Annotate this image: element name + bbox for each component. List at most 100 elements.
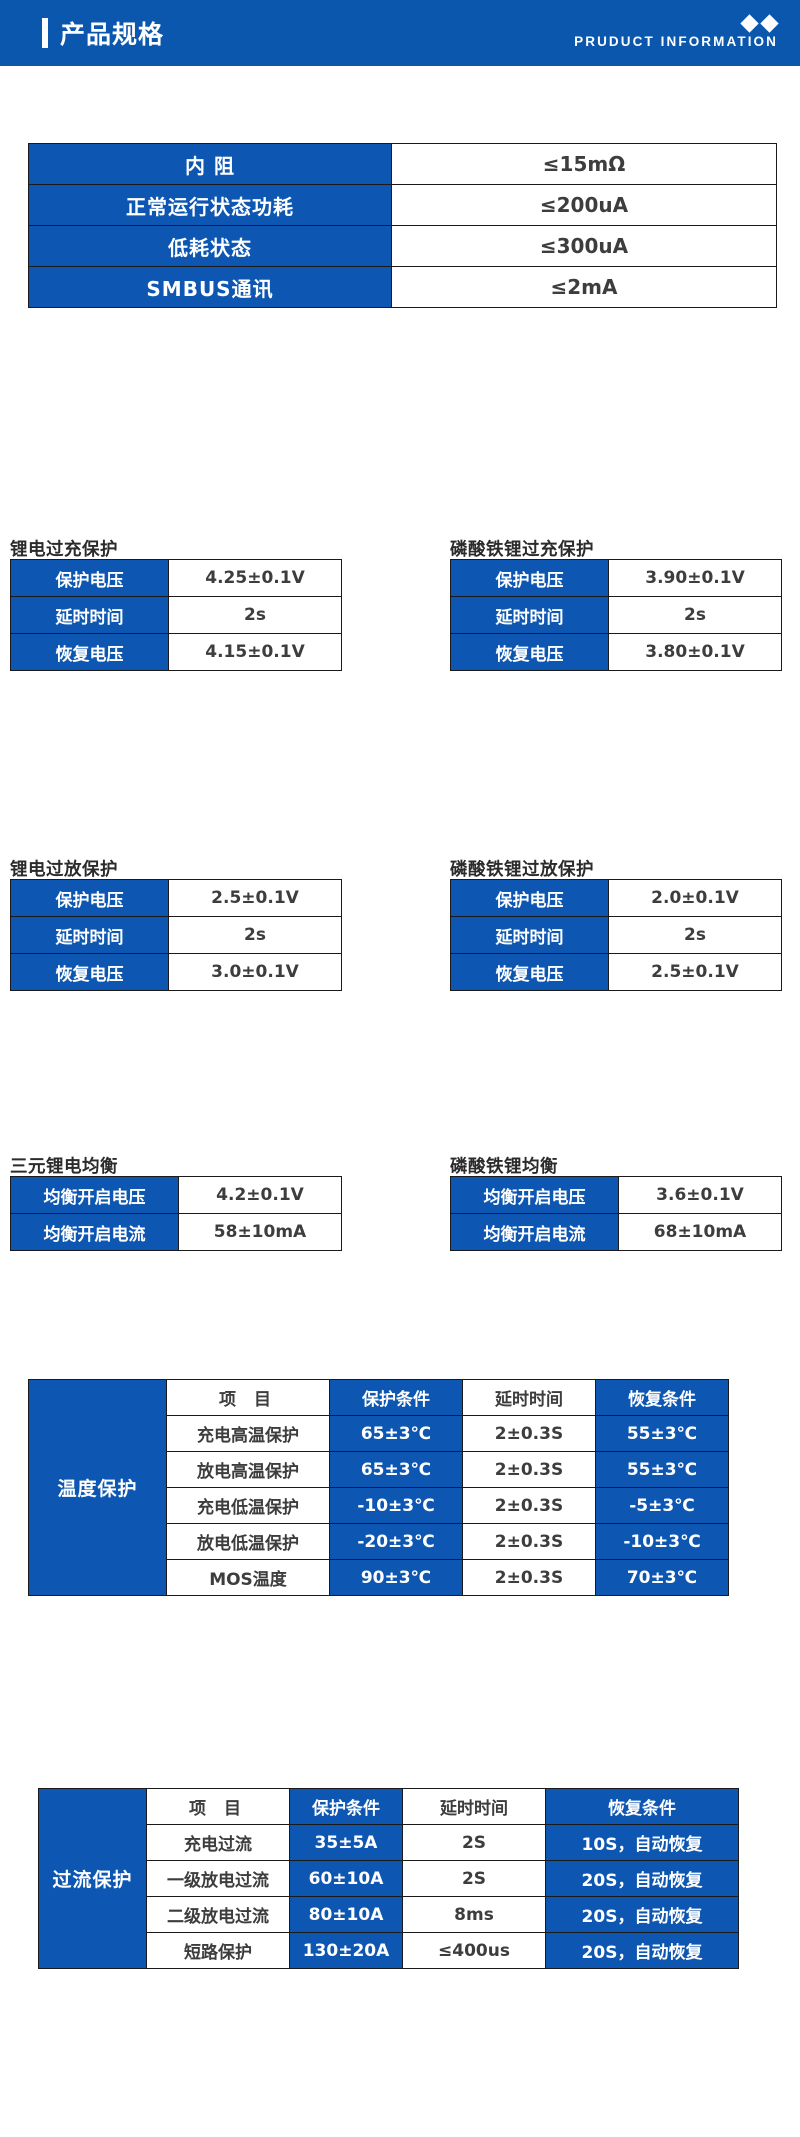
cell-delay: 2±0.3S [462,1451,596,1488]
table-lifepo4-overcharge: 保护电压 3.90±0.1V 延时时间 2s 恢复电压 3.80±0.1V [450,559,782,671]
cell-delay: ≤400us [402,1932,546,1969]
cell-recover: 10S，自动恢复 [545,1824,739,1861]
cell-item: 放电低温保护 [166,1523,330,1560]
table-row: 低耗状态 ≤300uA [28,225,777,267]
cell-protect: 90±3℃ [329,1559,463,1596]
column-header-protect: 保护条件 [289,1788,403,1825]
column-header-recover: 恢复条件 [545,1788,739,1825]
diamond-icon [740,14,759,33]
cell-recover: 55±3℃ [595,1415,729,1452]
cell-recover: 70±3℃ [595,1559,729,1596]
table-row: 内 阻 ≤15mΩ [28,143,777,185]
cell-recover: 20S，自动恢复 [545,1860,739,1897]
cell-item: 充电高温保护 [166,1415,330,1452]
table-row: MOS温度 90±3℃ 2±0.3S 70±3℃ [29,1559,729,1596]
table-row: 二级放电过流 80±10A 8ms 20S，自动恢复 [39,1896,739,1933]
group-title-lithium-overcharge: 锂电过充保护 [10,540,118,560]
row-value: 2s [608,596,782,634]
row-label: 均衡开启电流 [450,1213,619,1251]
cell-item: 充电低温保护 [166,1487,330,1524]
row-label: 延时时间 [10,596,169,634]
column-header-item: 项 目 [166,1379,330,1416]
row-value: 2.5±0.1V [168,879,342,917]
row-label: 均衡开启电流 [10,1213,179,1251]
overcurrent-protection-table: 过流保护 项 目 保护条件 延时时间 恢复条件 充电过流 35±5A 2S 10… [38,1788,739,1969]
cell-item: 放电高温保护 [166,1451,330,1488]
spec-value: ≤15mΩ [391,143,777,185]
row-value: 3.80±0.1V [608,633,782,671]
row-label: 保护电压 [450,879,609,917]
diamond-icons-group [740,14,779,33]
table-row: 保护电压 3.90±0.1V [450,559,782,597]
row-value: 3.6±0.1V [618,1176,782,1214]
row-value: 2s [168,916,342,954]
cell-recover: -5±3℃ [595,1487,729,1524]
cell-item: 二级放电过流 [146,1896,290,1933]
table-row: 延时时间 2s [450,916,782,954]
table-row: 一级放电过流 60±10A 2S 20S，自动恢复 [39,1860,739,1897]
column-header-protect: 保护条件 [329,1379,463,1416]
cell-delay: 2±0.3S [462,1559,596,1596]
column-header-recover: 恢复条件 [595,1379,729,1416]
table-ternary-balance: 均衡开启电压 4.2±0.1V 均衡开启电流 58±10mA [10,1176,342,1251]
cell-protect: 65±3℃ [329,1451,463,1488]
cell-protect: 130±20A [289,1932,403,1969]
row-label: 延时时间 [450,916,609,954]
table-row: SMBUS通讯 ≤2mA [28,266,777,308]
group-title-lithium-overdischarge: 锂电过放保护 [10,860,118,880]
cell-recover: -10±3℃ [595,1523,729,1560]
row-value: 4.15±0.1V [168,633,342,671]
table-row: 均衡开启电流 58±10mA [10,1213,342,1251]
cell-delay: 2S [402,1824,546,1861]
row-label: 均衡开启电压 [450,1176,619,1214]
table-row: 均衡开启电压 3.6±0.1V [450,1176,782,1214]
row-value: 58±10mA [178,1213,342,1251]
cell-item: 一级放电过流 [146,1860,290,1897]
table-row: 恢复电压 4.15±0.1V [10,633,342,671]
table-row: 正常运行状态功耗 ≤200uA [28,184,777,226]
cell-item: 充电过流 [146,1824,290,1861]
cell-delay: 8ms [402,1896,546,1933]
spec-label: 内 阻 [28,143,392,185]
row-label: 恢复电压 [450,953,609,991]
cell-protect: 60±10A [289,1860,403,1897]
cell-protect: 65±3℃ [329,1415,463,1452]
row-value: 2.5±0.1V [608,953,782,991]
row-label: 恢复电压 [10,953,169,991]
cell-recover: 20S，自动恢复 [545,1896,739,1933]
table-row: 充电过流 35±5A 2S 10S，自动恢复 [39,1824,739,1861]
row-label: 均衡开启电压 [10,1176,179,1214]
table-row: 恢复电压 3.0±0.1V [10,953,342,991]
table-lifepo4-balance: 均衡开启电压 3.6±0.1V 均衡开启电流 68±10mA [450,1176,782,1251]
cell-recover: 20S，自动恢复 [545,1932,739,1969]
table-row: 均衡开启电压 4.2±0.1V [10,1176,342,1214]
row-label: 保护电压 [450,559,609,597]
row-value: 2.0±0.1V [608,879,782,917]
cell-item: MOS温度 [166,1559,330,1596]
table-row: 恢复电压 2.5±0.1V [450,953,782,991]
table-row: 保护电压 2.5±0.1V [10,879,342,917]
cell-item: 短路保护 [146,1932,290,1969]
table-row: 保护电压 4.25±0.1V [10,559,342,597]
row-value: 2s [608,916,782,954]
cell-delay: 2±0.3S [462,1415,596,1452]
table-row: 放电高温保护 65±3℃ 2±0.3S 55±3℃ [29,1451,729,1488]
row-label: 延时时间 [450,596,609,634]
row-value: 4.25±0.1V [168,559,342,597]
overcurrent-section-label: 过流保护 [38,1788,147,1969]
spec-label: 低耗状态 [28,225,392,267]
group-title-lifepo4-balance: 磷酸铁锂均衡 [450,1157,558,1177]
row-label: 延时时间 [10,916,169,954]
table-row: 充电低温保护 -10±3℃ 2±0.3S -5±3℃ [29,1487,729,1524]
row-label: 保护电压 [10,559,169,597]
table-row: 延时时间 2s [10,916,342,954]
temperature-protection-table: 温度保护 项 目 保护条件 延时时间 恢复条件 充电高温保护 65±3℃ 2±0… [28,1379,729,1596]
table-row: 短路保护 130±20A ≤400us 20S，自动恢复 [39,1932,739,1969]
spec-label: SMBUS通讯 [28,266,392,308]
table-header-row: 温度保护 项 目 保护条件 延时时间 恢复条件 [28,1379,729,1596]
table-lithium-overcharge: 保护电压 4.25±0.1V 延时时间 2s 恢复电压 4.15±0.1V [10,559,342,671]
spec-value: ≤200uA [391,184,777,226]
row-value: 4.2±0.1V [178,1176,342,1214]
cell-delay: 2S [402,1860,546,1897]
table-row: 恢复电压 3.80±0.1V [450,633,782,671]
